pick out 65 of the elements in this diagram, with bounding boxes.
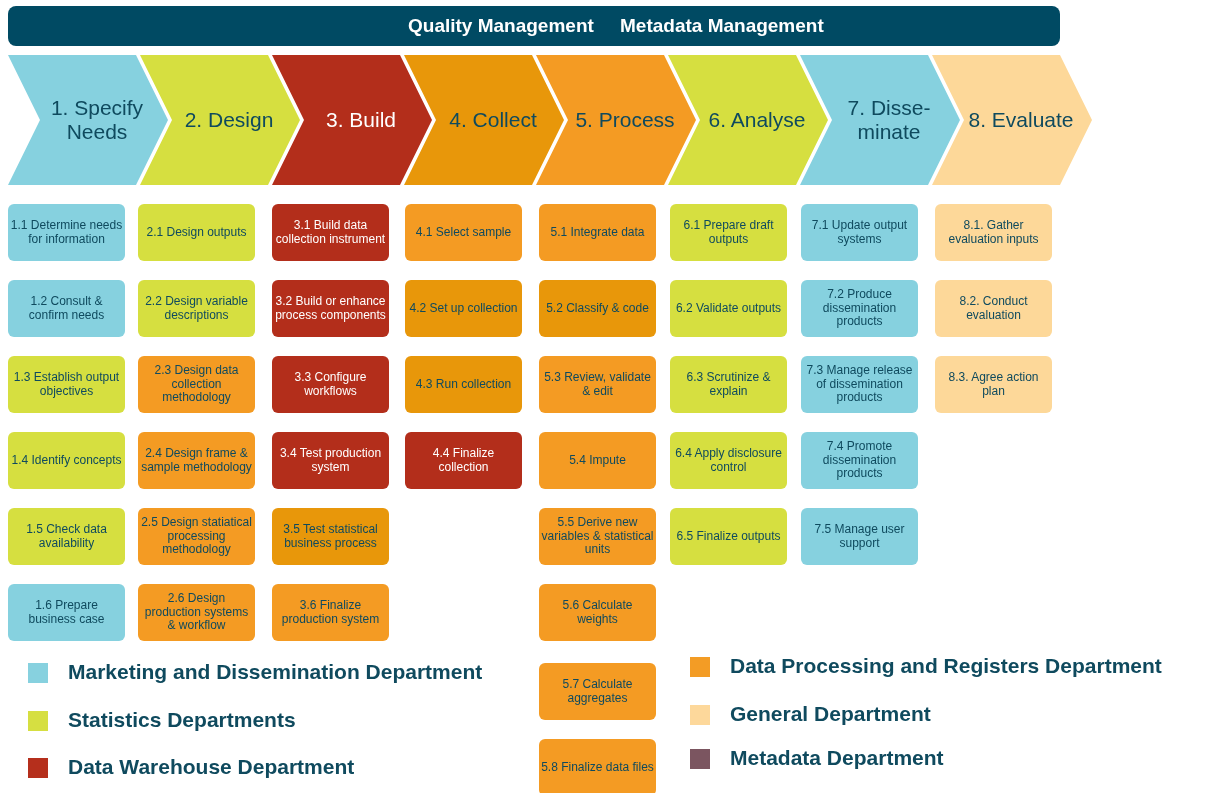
phase-header — [932, 55, 1092, 185]
process-box: 2.6 Design production systems & workflow — [138, 584, 255, 641]
process-box: 8.1. Gather evaluation inputs — [935, 204, 1052, 261]
phase-title: 6. Analyse — [708, 107, 806, 133]
process-box: 7.2 Produce dissemination products — [801, 280, 918, 337]
banner-title: Quality Management — [408, 15, 594, 37]
phase-title: 7. Disse- minate — [846, 95, 932, 145]
process-box: 1.2 Consult & confirm needs — [8, 280, 125, 337]
legend-label: Metadata Department — [730, 746, 944, 770]
phase-title: 1. Specify Needs — [49, 95, 145, 145]
process-box: 1.6 Prepare business case — [8, 584, 125, 641]
process-box: 3.3 Configure workflows — [272, 356, 389, 413]
legend-label: General Department — [730, 702, 931, 726]
banner-title: Metadata Management — [620, 15, 824, 37]
process-box: 1.1 Determine needs for information — [8, 204, 125, 261]
process-box: 4.4 Finalize collection — [405, 432, 522, 489]
process-box: 6.4 Apply disclosure control — [670, 432, 787, 489]
process-box: 5.7 Calculate aggregates — [539, 663, 656, 720]
process-box: 4.2 Set up collection — [405, 280, 522, 337]
process-box: 3.2 Build or enhance process components — [272, 280, 389, 337]
process-box: 5.4 Impute — [539, 432, 656, 489]
process-box: 1.4 Identify concepts — [8, 432, 125, 489]
process-box: 5.3 Review, validate & edit — [539, 356, 656, 413]
process-box: 3.6 Finalize production system — [272, 584, 389, 641]
process-box: 3.1 Build data collection instrument — [272, 204, 389, 261]
process-box: 5.8 Finalize data files — [539, 739, 656, 793]
process-box: 7.3 Manage release of dissemination products — [801, 356, 918, 413]
process-box: 3.5 Test statistical business process — [272, 508, 389, 565]
phase-title: 3. Build — [325, 107, 396, 133]
process-box: 1.5 Check data availability — [8, 508, 125, 565]
legend-label: Statistics Departments — [68, 708, 296, 732]
process-box: 6.3 Scrutinize & explain — [670, 356, 787, 413]
process-box: 5.1 Integrate data — [539, 204, 656, 261]
process-box: 7.1 Update output systems — [801, 204, 918, 261]
phase-title: 8. Evaluate — [968, 107, 1074, 133]
process-box: 1.3 Establish output objectives — [8, 356, 125, 413]
process-box: 6.1 Prepare draft outputs — [670, 204, 787, 261]
phase-title: 5. Process — [575, 107, 675, 133]
process-box: 2.4 Design frame & sample methodology — [138, 432, 255, 489]
process-box: 2.2 Design variable descriptions — [138, 280, 255, 337]
process-box: 7.5 Manage user support — [801, 508, 918, 565]
process-box: 6.2 Validate outputs — [670, 280, 787, 337]
process-box: 2.1 Design outputs — [138, 204, 255, 261]
process-box: 8.3. Agree action plan — [935, 356, 1052, 413]
process-box: 5.6 Calculate weights — [539, 584, 656, 641]
phase-header — [272, 55, 432, 185]
process-box: 3.4 Test production system — [272, 432, 389, 489]
process-box: 4.1 Select sample — [405, 204, 522, 261]
process-box: 5.2 Classify & code — [539, 280, 656, 337]
process-box: 4.3 Run collection — [405, 356, 522, 413]
legend-label: Marketing and Dissemination Department — [68, 660, 483, 684]
legend-label: Data Warehouse Department — [68, 755, 355, 779]
process-box: 6.5 Finalize outputs — [670, 508, 787, 565]
process-box: 2.5 Design statiatical processing methodology — [138, 508, 255, 565]
process-box: 7.4 Promote dissemination products — [801, 432, 918, 489]
process-box: 8.2. Conduct evaluation — [935, 280, 1052, 337]
phase-header — [8, 55, 168, 185]
phase-header — [536, 55, 696, 185]
process-box: 2.3 Design data collection methodology — [138, 356, 255, 413]
legend-label: Data Processing and Registers Department — [730, 654, 1162, 678]
phase-header — [404, 55, 564, 185]
header-banner — [8, 6, 1060, 46]
process-box: 5.5 Derive new variables & statistical units — [539, 508, 656, 565]
phase-title: 4. Collect — [449, 107, 537, 133]
phase-title: 2. Design — [184, 107, 274, 133]
